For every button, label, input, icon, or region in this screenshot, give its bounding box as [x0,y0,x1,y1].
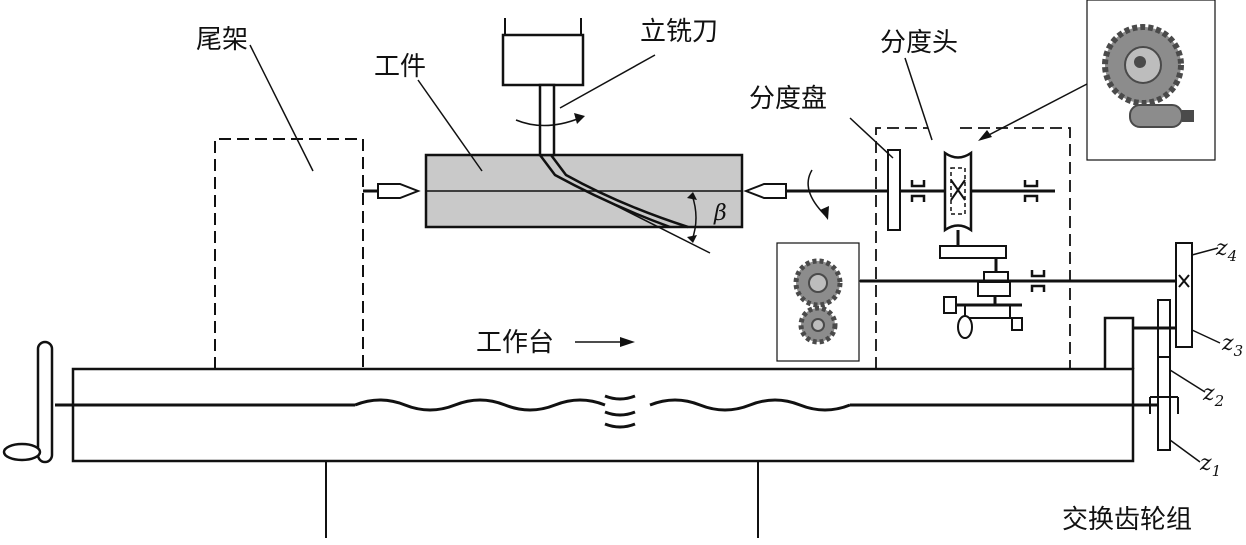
dividing-head [849,57,1182,369]
end-mill [501,18,656,157]
label-gear-set: 交换齿轮组 [1062,505,1192,535]
workpiece [363,79,890,254]
label-z3: z3 [1221,331,1243,360]
label-z4: z4 [1215,236,1237,265]
label-index-head: 分度头 [880,28,958,58]
label-z2: z2 [1202,381,1224,410]
label-helix-angle: β [713,201,727,226]
label-tailstock: 尾架 [196,25,248,55]
handwheel-icon [2,340,54,464]
change-gears [1133,242,1221,463]
label-index-plate: 分度盘 [749,84,827,114]
label-workpiece: 工件 [374,52,426,82]
worktable [55,316,1160,538]
label-end-mill: 立铣刀 [640,17,718,47]
tailstock [214,44,364,369]
gear-pair-inset-icon [776,242,875,362]
label-z1: z1 [1199,451,1221,480]
feed-arrow [575,337,635,347]
label-worktable: 工作台 [476,328,554,358]
gear-worm-inset-icon [978,0,1216,161]
